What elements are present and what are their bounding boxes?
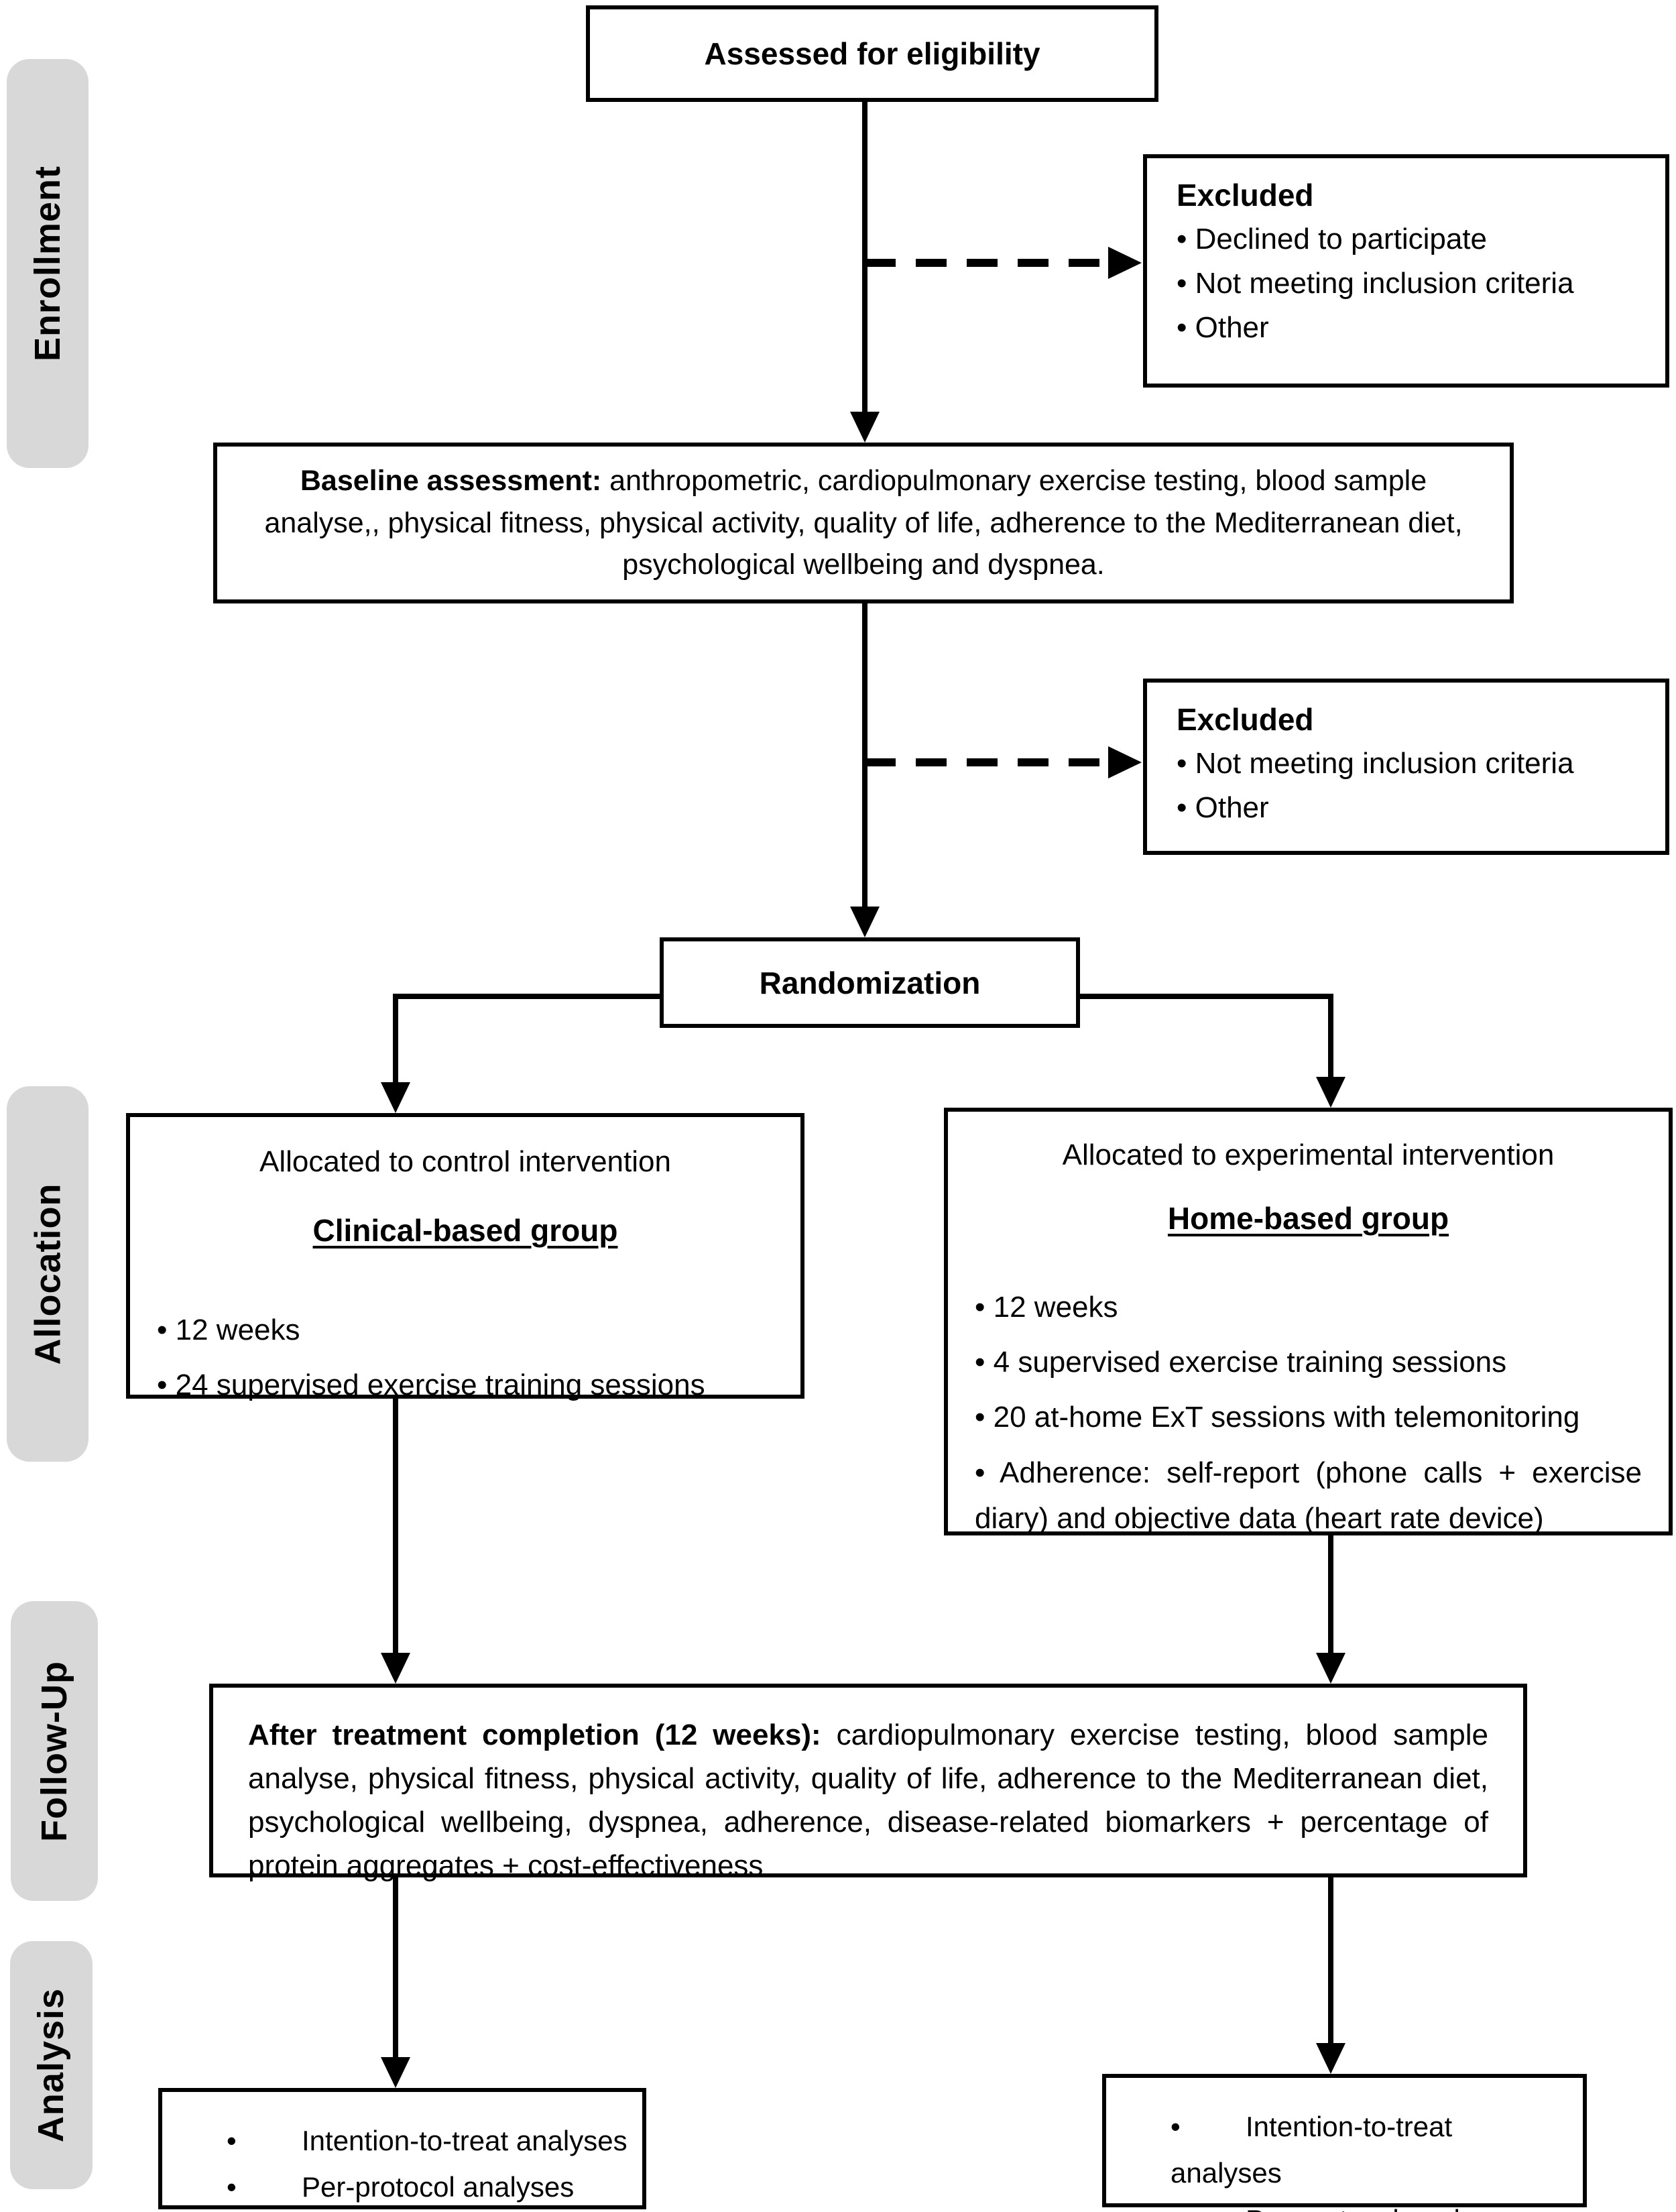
excluded1-item: Not meeting inclusion criteria xyxy=(1177,261,1645,306)
alloc-right-subtitle: Allocated to experimental intervention xyxy=(1062,1139,1555,1171)
excluded1-item: Declined to participate xyxy=(1177,217,1645,261)
box-allocated-experimental: Allocated to experimental intervention H… xyxy=(944,1108,1673,1535)
box-allocated-control: Allocated to control intervention Clinic… xyxy=(126,1113,804,1401)
alloc-left-subtitle: Allocated to control intervention xyxy=(259,1145,671,1178)
arrowhead-randomization xyxy=(850,907,880,937)
arrowhead-alloc-left xyxy=(381,1082,410,1113)
box-assessed-for-eligibility: Assessed for eligibility xyxy=(586,5,1158,102)
excluded1-title: Excluded xyxy=(1177,178,1314,213)
alloc-left-group-name: Clinical-based group xyxy=(312,1213,618,1248)
branch-line-right xyxy=(1077,994,1333,999)
arrowhead-excluded-1 xyxy=(1108,247,1142,279)
branch-line-left xyxy=(396,994,662,999)
arrow-branch-left xyxy=(393,994,398,1084)
alloc-left-item: 12 weeks xyxy=(157,1307,774,1353)
randomization-title: Randomization xyxy=(759,965,981,1000)
arrowhead-followup-left xyxy=(381,1653,410,1684)
box-excluded-2: Excluded Not meeting inclusion criteria … xyxy=(1143,679,1669,855)
arrowhead-followup-right xyxy=(1316,1653,1345,1684)
assessed-title: Assessed for eligibility xyxy=(704,36,1040,71)
stage-label-enrollment-text: Enrollment xyxy=(27,165,68,362)
arrowhead-baseline xyxy=(850,412,880,443)
arrow-branch-right xyxy=(1328,994,1333,1078)
arrowhead-excluded-2 xyxy=(1108,746,1142,778)
stage-label-analysis: Analysis xyxy=(10,1941,93,2189)
box-baseline-assessment: Baseline assessment: anthropometric, car… xyxy=(213,443,1514,603)
arrow-alloc-left-to-followup xyxy=(393,1399,398,1655)
excluded2-item: Not meeting inclusion criteria xyxy=(1177,742,1645,786)
analysis-right-item: Per-protocol analyses xyxy=(1171,2197,1569,2212)
box-after-treatment: After treatment completion (12 weeks): c… xyxy=(209,1684,1527,1882)
box-randomization: Randomization xyxy=(660,937,1080,1028)
alloc-right-item: 12 weeks xyxy=(975,1285,1642,1330)
arrow-followup-to-analysis-right xyxy=(1328,1877,1333,2045)
followup-text: After treatment completion (12 weeks): c… xyxy=(248,1713,1488,1887)
dashed-arrow-excluded-1 xyxy=(865,259,1108,267)
alloc-left-item: 24 supervised exercise training sessions xyxy=(157,1362,774,1408)
stage-label-enrollment: Enrollment xyxy=(7,59,88,468)
box-excluded-1: Excluded Declined to participate Not mee… xyxy=(1143,154,1669,388)
box-analysis-left: Intention-to-treat analyses Per-protocol… xyxy=(158,2088,646,2209)
arrow-followup-to-analysis-left xyxy=(393,1877,398,2060)
alloc-right-group-name: Home-based group xyxy=(1167,1201,1449,1236)
stage-label-followup-text: Follow-Up xyxy=(34,1660,74,1842)
alloc-right-item: 20 at-home ExT sessions with telemonitor… xyxy=(975,1395,1642,1440)
arrowhead-analysis-left xyxy=(381,2057,410,2088)
arrow-alloc-right-to-followup xyxy=(1328,1535,1333,1655)
followup-lead: After treatment completion (12 weeks): xyxy=(248,1719,821,1751)
analysis-left-item: Intention-to-treat analyses xyxy=(227,2117,629,2164)
dashed-arrow-excluded-2 xyxy=(865,758,1108,766)
baseline-lead: Baseline assessment: xyxy=(300,465,602,498)
arrowhead-alloc-right xyxy=(1316,1077,1345,1108)
baseline-rest: anthropometric, cardiopulmonary exercise… xyxy=(264,465,1463,581)
arrow-assessed-to-baseline xyxy=(862,102,867,414)
box-analysis-right: Intention-to-treat analyses Per-protocol… xyxy=(1102,2074,1587,2212)
stage-label-analysis-text: Analysis xyxy=(31,1987,72,2143)
baseline-text: Baseline assessment: anthropometric, car… xyxy=(254,460,1473,585)
followup-rest: cardiopulmonary exercise testing, blood … xyxy=(248,1719,1488,1883)
arrowhead-analysis-right xyxy=(1316,2043,1345,2074)
excluded1-item: Other xyxy=(1177,306,1645,350)
arrow-baseline-to-randomization xyxy=(862,603,867,911)
stage-label-followup: Follow-Up xyxy=(11,1601,98,1901)
alloc-right-item: Adherence: self-report (phone calls + ex… xyxy=(975,1450,1642,1541)
alloc-right-item: 4 supervised exercise training sessions xyxy=(975,1340,1642,1385)
analysis-right-item: Intention-to-treat analyses xyxy=(1171,2103,1569,2197)
stage-label-allocation-text: Allocation xyxy=(27,1183,68,1365)
analysis-left-item: Per-protocol analyses xyxy=(227,2164,629,2210)
excluded2-title: Excluded xyxy=(1177,702,1314,737)
stage-label-allocation: Allocation xyxy=(7,1086,88,1462)
excluded2-item: Other xyxy=(1177,786,1645,830)
